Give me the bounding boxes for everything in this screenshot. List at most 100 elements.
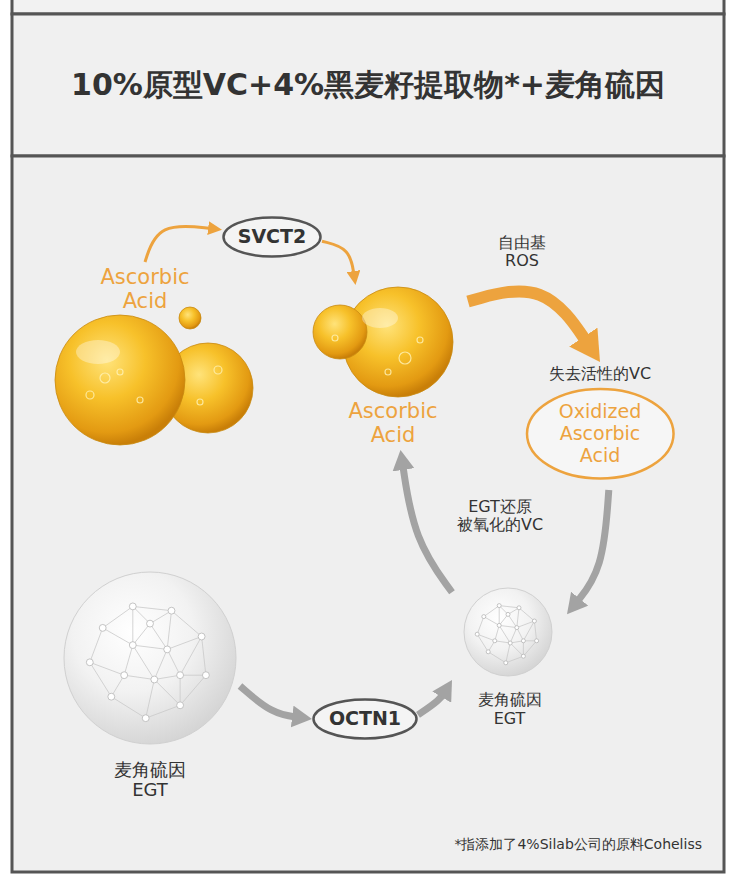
network-line: [90, 662, 112, 696]
text-holder: SVCT2: [238, 226, 307, 248]
flow-arrow: [402, 462, 452, 592]
network-line: [133, 624, 150, 646]
network-line: [519, 608, 534, 621]
network-line: [103, 628, 133, 645]
svg-part: [385, 369, 391, 375]
transporter-oval: OCTN1: [312, 698, 418, 740]
network-line: [499, 625, 517, 627]
network-line: [103, 606, 133, 628]
ring-outline: [527, 389, 674, 479]
network-line: [499, 606, 519, 608]
oxidized-vc-group: 失去活性的VC Oxidized Ascorbic Acid: [512, 362, 688, 490]
network-line: [523, 621, 534, 641]
network-dot: [129, 603, 136, 610]
oval-outline: [224, 218, 321, 257]
network-dot: [177, 672, 184, 679]
network-line: [172, 611, 202, 637]
svg-part: [197, 399, 203, 405]
svg-part: [362, 308, 398, 328]
flow-arrow: [575, 490, 609, 605]
network-line: [534, 621, 536, 641]
text-holder: Ascorbic Acid: [348, 399, 437, 447]
network-line: [167, 637, 201, 650]
svg-part: [214, 366, 222, 374]
edge-label: EGT还原 被氧化的VC: [454, 497, 546, 536]
egt-sphere-group: 麦角硫因 EGT: [452, 585, 567, 731]
network-dot: [168, 607, 175, 614]
network-line: [150, 624, 167, 650]
network-line: [180, 675, 206, 705]
network-dot: [506, 612, 510, 616]
network-line: [154, 675, 180, 679]
network-dot: [517, 606, 521, 610]
network-line: [90, 628, 103, 662]
network-line: [146, 705, 180, 718]
text-holder: 麦角硫因 EGT: [114, 760, 186, 801]
network-line: [484, 606, 499, 617]
svg-part: [137, 397, 143, 403]
node-label: SVCT2: [238, 226, 307, 248]
footnote: *指添加了4%Silab公司的原料Coheliss: [454, 836, 702, 852]
title-band: [12, 14, 724, 156]
vc-bubble-group: Ascorbic Acid: [318, 285, 468, 450]
network-dot: [475, 632, 479, 636]
network-line: [146, 680, 155, 719]
svg-part: [417, 337, 423, 343]
network-dot: [99, 624, 106, 631]
network-dot: [493, 639, 497, 643]
network-dot: [177, 702, 184, 709]
network-dot: [198, 633, 205, 640]
network-dot: [515, 626, 519, 630]
flow-arrow: [322, 241, 354, 276]
text-holder: OCTN1: [329, 708, 401, 730]
network-line: [124, 675, 154, 679]
gold-bubbles: [55, 307, 253, 445]
network-dot: [508, 641, 512, 645]
svg-part: [117, 369, 123, 375]
network-line: [133, 645, 167, 649]
svg-part: [100, 373, 110, 383]
network-dot: [482, 615, 486, 619]
transporter-oval: SVCT2: [222, 216, 322, 258]
network-line: [133, 606, 172, 610]
svg-part: [76, 340, 120, 364]
network-line: [111, 697, 145, 719]
text-holder: 失去活性的VC: [549, 365, 651, 383]
network-line: [506, 656, 524, 663]
network-line: [517, 608, 519, 628]
network-line: [180, 637, 202, 676]
svg-part: [332, 335, 338, 341]
sphere-body: [64, 572, 236, 744]
network-line: [124, 645, 133, 675]
network-line: [167, 611, 171, 650]
network-line: [510, 643, 523, 656]
network-line: [477, 634, 495, 641]
network-dot: [532, 619, 536, 623]
ring-box: Oxidized Ascorbic Acid: [525, 387, 676, 481]
svg-part: [179, 307, 201, 329]
network-dot: [521, 639, 525, 643]
vc-bubble-group: Ascorbic Acid: [45, 262, 245, 442]
flow-arrow: [468, 291, 590, 347]
network-dot: [147, 620, 154, 627]
network-dot: [202, 672, 209, 679]
egt-sphere-group: 麦角硫因 EGT: [60, 568, 240, 804]
network-line: [506, 643, 510, 663]
svg-part: [86, 391, 94, 399]
network-dot: [151, 676, 158, 683]
network-dot: [86, 659, 93, 666]
egt-sphere: [64, 572, 236, 744]
svg-part: [55, 315, 185, 445]
diagram-panel: [12, 156, 724, 872]
network-line: [154, 649, 167, 679]
egt-sphere: [464, 588, 552, 676]
flow-arrow: [240, 686, 300, 718]
flow-arrow: [418, 690, 446, 715]
text-holder: 麦角硫因 EGT: [478, 691, 542, 728]
network-line: [154, 680, 180, 706]
network-dot: [535, 639, 539, 643]
network-line: [510, 628, 517, 643]
network-dot: [497, 623, 501, 627]
network-line: [523, 641, 536, 656]
